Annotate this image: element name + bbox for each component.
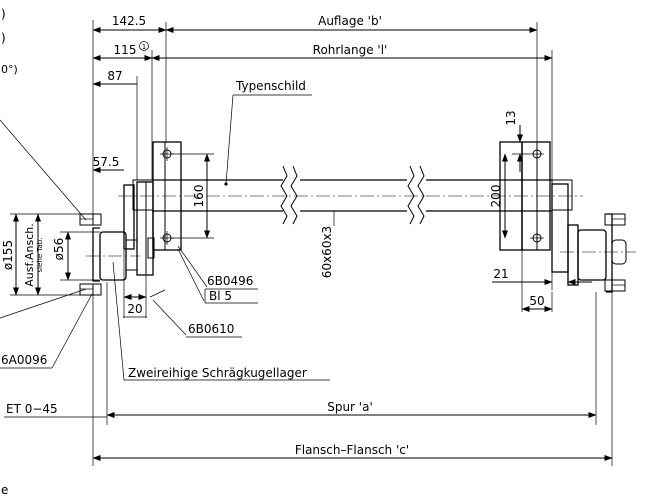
- dimension-115: 115 1: [92, 41, 153, 61]
- left-hub: [86, 179, 155, 282]
- dim-87-label: 87: [107, 69, 122, 83]
- part-6a0096-label: 6A0096: [1, 353, 47, 367]
- typenschild-callout: Typenschild: [224, 79, 312, 186]
- profile-label: 60x60x3: [320, 226, 334, 278]
- dim-57-label: 57.5: [93, 155, 120, 169]
- dimension-142: 142.5: [92, 14, 167, 33]
- part-6a0096: 6A0096: [0, 293, 93, 369]
- right-hub: [551, 179, 636, 293]
- dim-20-label: 20: [127, 302, 142, 316]
- leader-upper-left: [0, 119, 87, 221]
- dimension-auflage: Auflage 'b': [165, 14, 538, 142]
- typenschild-label: Typenschild: [235, 79, 306, 93]
- edge-fragment-2: ): [1, 31, 6, 45]
- dimension-200: 200: [489, 153, 508, 239]
- bearing-label: Zweireihige Schrägkugellager: [128, 366, 307, 380]
- part-6b0496: 6B0496 Bl 5: [177, 245, 258, 304]
- axle-tube: [118, 165, 583, 225]
- dim-115-label: 115: [114, 43, 137, 57]
- dimension-rohrlange: Rohrlange 'l': [151, 43, 553, 180]
- dimension-13: 13: [504, 110, 530, 172]
- et-label-group: ET 0−45: [4, 402, 107, 418]
- dimension-160: 160: [172, 153, 214, 239]
- dim-200-label: 200: [489, 185, 503, 208]
- dimension-spur: Spur 'a': [106, 282, 597, 425]
- auflage-label: Auflage 'b': [318, 14, 382, 28]
- spur-label: Spur 'a': [327, 400, 373, 414]
- ausf-line1: Ausf.Ansch.: [23, 223, 36, 287]
- bearing-callout: Zweireihige Schrägkugellager: [112, 261, 330, 381]
- dim-50-label: 50: [529, 294, 544, 308]
- rohrlange-label: Rohrlange 'l': [313, 43, 388, 57]
- part-6b0496-label: 6B0496: [207, 274, 253, 288]
- dimension-155: ø155: [1, 213, 80, 296]
- ausf-line2: siehe Tab.: [36, 238, 44, 273]
- part-bl5-label: Bl 5: [209, 289, 232, 303]
- dim-21-label: 21: [493, 267, 508, 281]
- dim-142-label: 142.5: [112, 14, 146, 28]
- note-circle: [139, 41, 149, 51]
- edge-fragment-4: e: [1, 483, 8, 497]
- part-6b0610-label: 6B0610: [188, 322, 234, 336]
- edge-fragments: ) ) 0°) e: [1, 7, 18, 497]
- dim-155-label: ø155: [1, 240, 15, 270]
- dimension-50: 50: [521, 250, 553, 312]
- et-label: ET 0−45: [6, 402, 58, 416]
- dim-13-label: 13: [504, 110, 518, 125]
- dimension-87: 87: [92, 69, 138, 180]
- dim-160-label: 160: [192, 185, 206, 208]
- dim-56-label: ø56: [52, 238, 66, 261]
- part-6b0610: 6B0610: [152, 299, 242, 338]
- flansch-label: Flansch–Flansch 'c': [295, 443, 409, 457]
- dimension-57: 57.5: [92, 155, 124, 173]
- edge-fragment-1: ): [1, 7, 6, 21]
- right-wheel-bolts: [604, 213, 626, 292]
- dimension-20: 20: [123, 250, 166, 318]
- right-bracket: [499, 141, 551, 251]
- left-wheel-bolts: [79, 213, 102, 296]
- leader-lower-left: [0, 288, 87, 319]
- edge-fragment-3: 0°): [1, 63, 18, 76]
- dim-115-note: 1: [142, 43, 146, 51]
- dimension-56: ø56: [52, 231, 100, 281]
- ausf-anschluss-note: Ausf.Ansch. siehe Tab.: [23, 213, 44, 296]
- dimension-21: 21: [492, 250, 592, 290]
- dimension-flansch: Flansch–Flansch 'c': [92, 292, 613, 466]
